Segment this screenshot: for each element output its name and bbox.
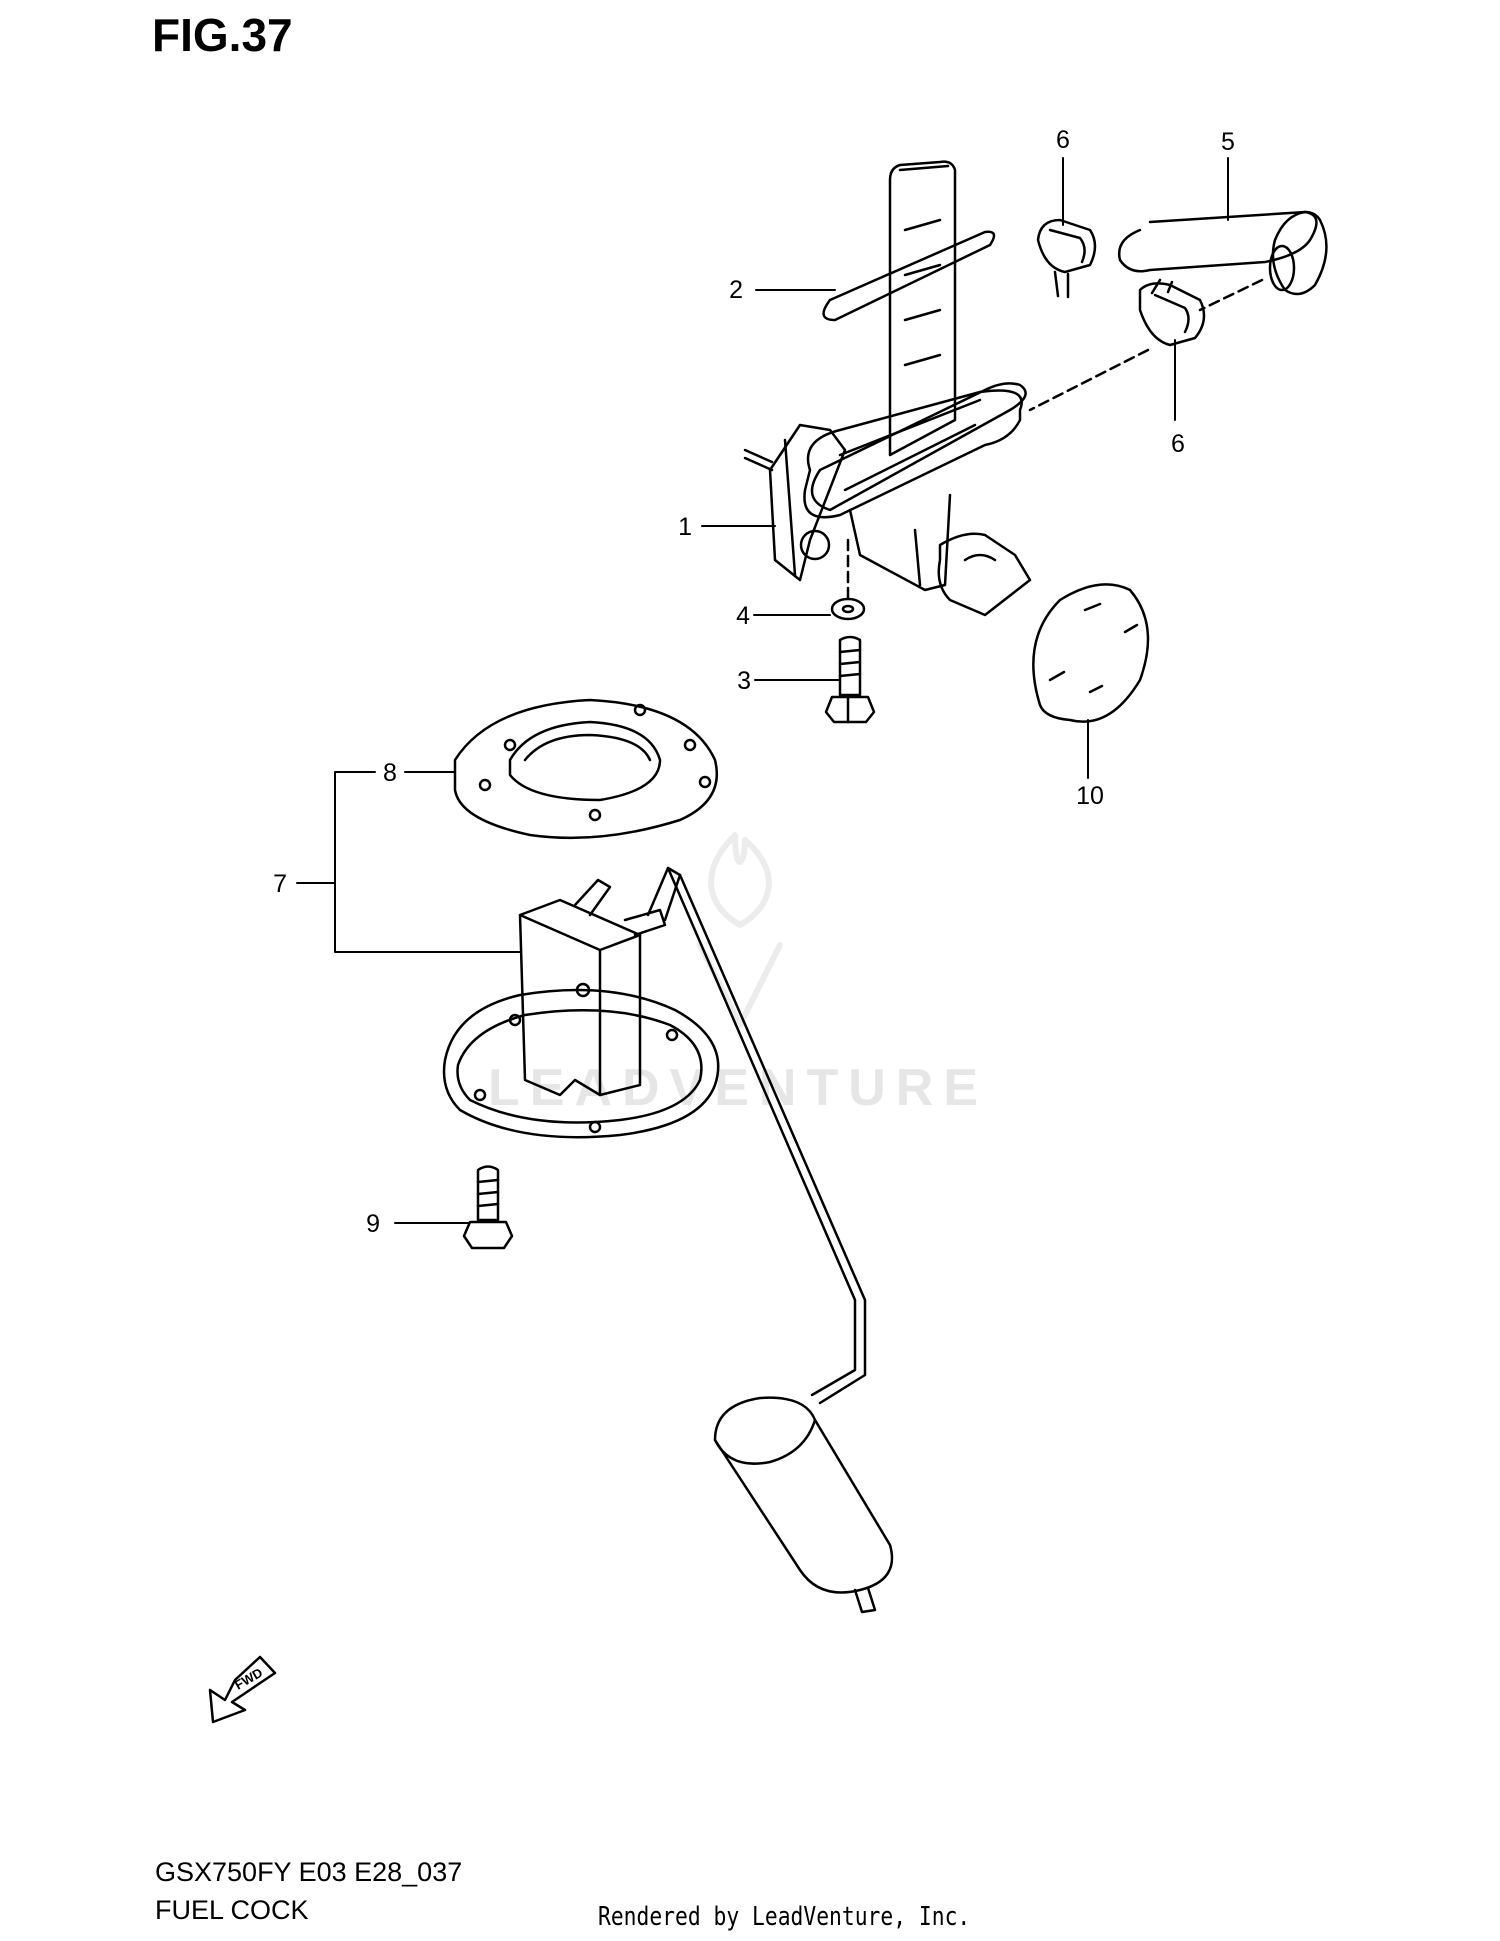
callout-6-upper: 6 bbox=[1056, 126, 1070, 154]
model-code: GSX750FY E03 E28_037 bbox=[155, 1857, 463, 1887]
part-9-screw bbox=[462, 1165, 514, 1250]
callout-10: 10 bbox=[1076, 782, 1104, 810]
callout-3: 3 bbox=[737, 667, 751, 695]
callout-7: 7 bbox=[273, 870, 287, 898]
part-8-gasket-ring bbox=[453, 698, 719, 840]
section-name: FUEL COCK bbox=[155, 1895, 309, 1925]
part-1-fuel-cock bbox=[743, 160, 1032, 617]
rendered-by-credit: Rendered by LeadVenture, Inc. bbox=[598, 1902, 971, 1932]
part-5-hose bbox=[1117, 210, 1328, 296]
figure-title: FIG.37 bbox=[152, 9, 293, 61]
part-3-screw bbox=[824, 635, 876, 724]
assembly-line-hose bbox=[1198, 278, 1264, 312]
part-4-washer bbox=[830, 597, 866, 621]
part-6-clamp-lower bbox=[1138, 278, 1206, 347]
callout-1: 1 bbox=[678, 513, 692, 541]
callout-2: 2 bbox=[729, 276, 743, 304]
leader-lines bbox=[296, 157, 1229, 1224]
callout-labels: 2 6 5 6 1 4 3 10 8 7 9 bbox=[273, 126, 1235, 1238]
callout-5: 5 bbox=[1221, 128, 1235, 156]
leadventure-watermark: LEADVENTURE bbox=[488, 1059, 989, 1117]
callout-4: 4 bbox=[736, 602, 750, 630]
callout-9: 9 bbox=[366, 1210, 380, 1238]
fwd-label: FWD bbox=[232, 1665, 265, 1693]
part-10-filter-plate bbox=[1032, 583, 1150, 723]
part-6-clamp-upper bbox=[1036, 218, 1097, 299]
part-7-level-sender bbox=[442, 866, 894, 1614]
watermark-logo bbox=[697, 832, 783, 1028]
callout-8: 8 bbox=[383, 759, 397, 787]
part-2-strip-gasket bbox=[822, 230, 996, 322]
callout-6-lower: 6 bbox=[1171, 430, 1185, 458]
fwd-arrow-icon: FWD bbox=[208, 1655, 277, 1724]
assembly-line-outlet bbox=[1028, 348, 1150, 412]
